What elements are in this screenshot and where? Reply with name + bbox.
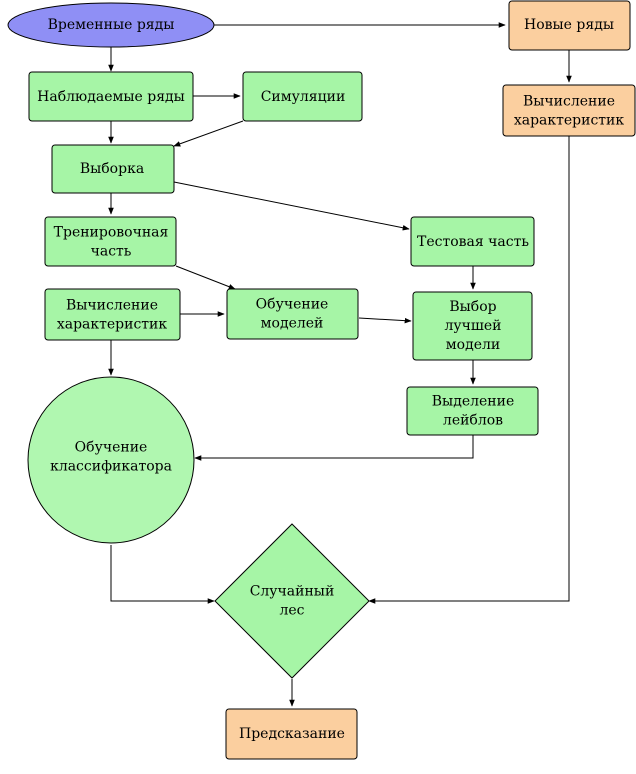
node-model-training-shape [226,288,359,340]
node-test-part-shape [410,216,535,267]
node-test-part: Тестовая часть [410,216,535,267]
label-line: Выделение [432,394,514,410]
label-line: Вычисление [66,298,158,314]
label-line: Предсказание [239,726,345,742]
label-line: Обучение [256,297,329,313]
node-observed-series-label: Наблюдаемые ряды [37,89,185,105]
edges [108,22,572,707]
node-model-training-label: Обучение моделей [256,297,329,332]
node-new-series: Новые ряды [508,0,631,51]
node-labeling: Выделение лейблов [406,386,539,436]
node-train-part-label: Тренировочная часть [54,225,169,260]
label-line: Тестовая часть [417,234,529,250]
label-line: Наблюдаемые ряды [37,89,185,105]
label-line: лейблов [443,413,503,429]
node-simulations: Симуляции [242,71,363,122]
label-line: Вычисление [523,94,615,110]
node-prediction-label: Предсказание [239,726,345,742]
node-sample: Выборка [51,144,175,194]
node-simulations-shape [242,71,363,122]
node-features-left: Вычисление характеристик [44,288,181,341]
node-observed-series-shape [28,71,194,122]
node-best-model: Выбор лучшей модели [412,291,533,361]
label-line: характеристик [514,113,625,129]
label-line: Тренировочная [54,225,169,241]
node-test-part-label: Тестовая часть [417,234,529,250]
node-random-forest: Случайный лес [214,523,370,679]
label-line: Новые ряды [524,17,614,33]
node-features-left-shape [44,288,181,341]
edge-train-to-model-training [175,265,236,290]
node-features-right-shape [502,84,636,137]
edge-simulations-to-sample [173,120,244,147]
node-best-model-label: Выбор лучшей модели [444,299,501,353]
node-best-model-shape [412,291,533,361]
edge-sample-to-test [173,181,410,231]
label-line: лучшей [444,318,501,334]
label-line: характеристик [57,317,168,333]
node-prediction: Предсказание [225,708,358,760]
edge-features-right-to-random-forest [368,136,570,604]
label-line: модели [446,337,500,353]
node-random-forest-shape [214,523,370,679]
node-time-series-shape [7,2,215,48]
node-simulations-label: Симуляции [261,89,346,105]
label-line: Случайный [250,584,335,600]
node-sample-label: Выборка [80,161,144,177]
label-line: Выборка [80,161,144,177]
node-classifier-training-label: Обучение классификатора [50,440,172,475]
label-line: моделей [261,316,324,332]
label-line: Симуляции [261,89,346,105]
node-time-series: Временные ряды [7,2,215,48]
label-line: часть [91,244,132,260]
label-line: Выбор [449,299,496,315]
node-labeling-shape [406,386,539,436]
node-model-training: Обучение моделей [226,288,359,340]
label-line: классификатора [50,459,172,475]
edge-labeling-to-classifier [194,435,474,461]
node-random-forest-label: Случайный лес [250,584,335,619]
node-classifier-training: Обучение классификатора [27,376,195,544]
node-sample-shape [51,144,175,194]
node-observed-series: Наблюдаемые ряды [28,71,194,122]
node-prediction-shape [225,708,358,760]
label-line: Временные ряды [48,17,175,33]
node-train-part: Тренировочная часть [44,216,177,267]
node-labeling-label: Выделение лейблов [432,394,514,429]
node-classifier-training-shape [27,376,195,544]
edge-classifier-to-random-forest [110,545,215,604]
edge-model-training-to-best-model [358,317,412,324]
node-train-part-shape [44,216,177,267]
node-features-right-label: Вычисление характеристик [514,94,625,129]
label-line: лес [279,603,304,619]
node-new-series-shape [508,0,631,51]
node-time-series-label: Временные ряды [48,17,175,33]
node-features-right: Вычисление характеристик [502,84,636,137]
node-new-series-label: Новые ряды [524,17,614,33]
node-features-left-label: Вычисление характеристик [57,298,168,333]
label-line: Обучение [75,440,148,456]
nodes: Временные ряды Новые ряды Наблюдаемые ря… [7,0,636,760]
